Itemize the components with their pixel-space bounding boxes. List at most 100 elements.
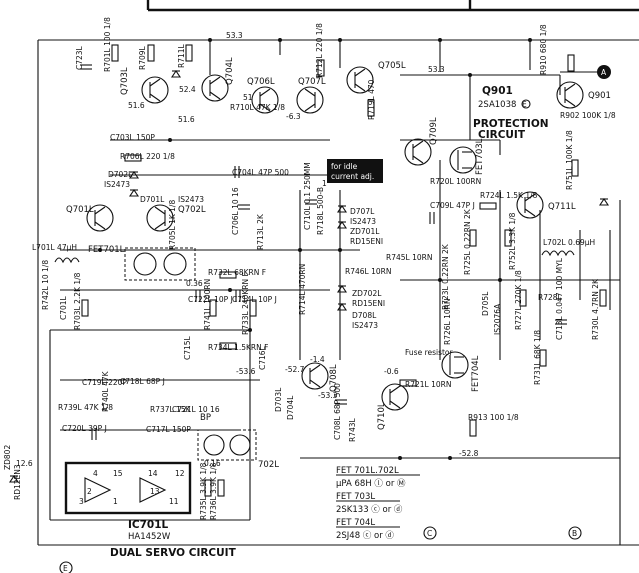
- svg-text:R710L 47K 1/8: R710L 47K 1/8: [230, 103, 285, 112]
- svg-text:14: 14: [148, 469, 158, 478]
- svg-text:R713L 2K: R713L 2K: [256, 213, 265, 250]
- fet-table-row2-value: 2SK133 ⓒ or ⓓ: [336, 505, 403, 515]
- fet704l-label: FET704L: [471, 355, 481, 392]
- svg-text:R705L 1K 1/8: R705L 1K 1/8: [168, 200, 177, 250]
- svg-text:13: 13: [150, 487, 160, 496]
- transistor-q709l: Q709L: [404, 117, 439, 166]
- svg-text:R731L 68K 1/8: R731L 68K 1/8: [533, 330, 542, 385]
- transistor-q901: Q901: [556, 81, 611, 109]
- circuit-label: CIRCUIT: [478, 129, 526, 141]
- svg-text:-53.3: -53.3: [318, 391, 338, 400]
- fet-table: FET 701L.702L μPA 68H ⓛ or Ⓜ FET 703L 2S…: [336, 466, 420, 541]
- svg-text:11: 11: [169, 497, 179, 506]
- fuse-resistor-label: Fuse resistor: [405, 348, 454, 357]
- q702l-label: Q702L: [178, 205, 206, 215]
- svg-text:C715L: C715L: [183, 335, 192, 360]
- svg-text:R703L 2.2K 1/8: R703L 2.2K 1/8: [73, 272, 82, 330]
- q703l-label: Q703L: [120, 67, 130, 95]
- svg-text:C718L 68P J: C718L 68P J: [120, 377, 165, 386]
- svg-text:R740L 47K: R740L 47K: [101, 370, 110, 412]
- svg-text:C721L 10 16: C721L 10 16: [172, 405, 220, 414]
- svg-text:R736L 3.9K 1/8: R736L 3.9K 1/8: [209, 462, 218, 520]
- svg-text:C704L 47P 500: C704L 47P 500: [232, 168, 289, 177]
- idle-note-line2: current adj.: [331, 172, 374, 181]
- svg-text:R733L 240KRN F: R733L 240KRN F: [241, 272, 250, 335]
- svg-text:-6.3: -6.3: [286, 112, 301, 121]
- svg-text:B: B: [572, 529, 577, 538]
- svg-text:E: E: [63, 564, 68, 573]
- svg-text:R735L 3.9K 1/8: R735L 3.9K 1/8: [199, 462, 208, 520]
- svg-text:52.4: 52.4: [179, 85, 196, 94]
- svg-text:IS2076A: IS2076A: [493, 303, 502, 335]
- svg-text:C713L 0.047 100 MYL: C713L 0.047 100 MYL: [555, 257, 564, 340]
- svg-text:2: 2: [87, 487, 92, 496]
- svg-text:-52.8: -52.8: [459, 449, 479, 458]
- svg-text:C703L 150P: C703L 150P: [110, 133, 155, 142]
- svg-text:R913 100 1/8: R913 100 1/8: [468, 413, 519, 422]
- svg-text:C723L: C723L: [75, 45, 84, 70]
- svg-text:51.6: 51.6: [178, 115, 195, 124]
- fet-table-row1-title: FET 701L.702L: [336, 466, 399, 476]
- svg-text:51: 51: [243, 93, 253, 102]
- svg-text:C719L 220P: C719L 220P: [82, 378, 127, 387]
- svg-text:C709L 47P J: C709L 47P J: [430, 201, 475, 210]
- fet-703l: FET703L: [449, 138, 485, 175]
- diode-symbols: [8, 70, 610, 483]
- ic701l-name: IC701L: [128, 519, 169, 531]
- connector-a: A: [597, 65, 611, 79]
- q901-grade-letter: E: [522, 100, 527, 109]
- svg-text:R728L: R728L: [538, 293, 563, 302]
- svg-text:ZD701L: ZD701L: [350, 227, 380, 236]
- transistor-q707l: Q707L: [296, 77, 326, 114]
- transistor-q706l: Q706L: [247, 77, 279, 114]
- q707l-label: Q707L: [298, 77, 326, 87]
- svg-text:RD15ENI: RD15ENI: [350, 237, 383, 246]
- q708l-label: Q708L: [329, 364, 339, 392]
- svg-text:D701L: D701L: [140, 195, 165, 204]
- ic701l-part: HA1452W: [128, 532, 171, 542]
- svg-text:R725L 0.22RN 2K: R725L 0.22RN 2K: [463, 208, 472, 275]
- q710l-label: Q710L: [377, 402, 387, 430]
- svg-text:R730L 4.7RN 2K: R730L 4.7RN 2K: [591, 278, 600, 340]
- transistor-q703l: Q703L: [120, 67, 169, 104]
- svg-text:RD12EN3: RD12EN3: [13, 464, 22, 500]
- fet701l-label: FET701L: [88, 245, 125, 255]
- connector-c: C: [423, 526, 437, 540]
- svg-text:L702L 0.69μH: L702L 0.69μH: [543, 238, 595, 247]
- q901-title: Q901: [482, 85, 513, 97]
- ic701l: 4 15 14 12 2 13 3 1 11 IC701L HA1452W: [64, 461, 192, 542]
- q709l-label: Q709L: [429, 117, 439, 145]
- svg-text:R711L: R711L: [177, 43, 186, 68]
- svg-text:RD15ENI: RD15ENI: [352, 299, 385, 308]
- svg-text:C701L: C701L: [59, 295, 68, 320]
- dual-servo-label: DUAL SERVO CIRCUIT: [110, 547, 237, 559]
- q706l-label: Q706L: [247, 77, 275, 87]
- svg-text:R732L 68KRN F: R732L 68KRN F: [208, 268, 266, 277]
- svg-text:R752L 3.3K 1/8: R752L 3.3K 1/8: [508, 212, 517, 270]
- svg-text:0.36: 0.36: [186, 279, 203, 288]
- svg-text:R734L 1.5KRN F: R734L 1.5KRN F: [208, 343, 268, 352]
- svg-text:C716L: C716L: [258, 345, 267, 370]
- svg-text:C706L 10 16: C706L 10 16: [231, 187, 240, 235]
- svg-text:R718L 500-B: R718L 500-B: [316, 187, 325, 235]
- svg-text:R706L 220 1/8: R706L 220 1/8: [120, 152, 175, 161]
- fet-701l: FET701L: [88, 245, 196, 281]
- q901-right-label: Q901: [588, 91, 611, 101]
- fet-table-row2-title: FET 703L: [336, 492, 375, 502]
- q705l-label: Q705L: [378, 61, 406, 71]
- svg-text:-1.4: -1.4: [310, 355, 325, 364]
- svg-text:C720L 39P J: C720L 39P J: [62, 424, 107, 433]
- svg-text:R742L 10 1/8: R742L 10 1/8: [41, 260, 50, 310]
- svg-text:A: A: [601, 68, 607, 77]
- transistor-q704l: Q704L: [201, 57, 235, 102]
- svg-text:R739L 47K 1/8: R739L 47K 1/8: [58, 403, 113, 412]
- svg-text:R745L 10RN: R745L 10RN: [386, 253, 432, 262]
- svg-text:R701L 100 1/8: R701L 100 1/8: [103, 17, 112, 72]
- idle-note-box: [327, 159, 383, 183]
- svg-text:IS2473: IS2473: [104, 180, 130, 189]
- fet-704l: FET704L: [441, 351, 481, 392]
- idle-note-line1: for idle: [331, 162, 358, 171]
- svg-text:R743L: R743L: [348, 417, 357, 442]
- fet703l-label: FET703L: [475, 138, 485, 175]
